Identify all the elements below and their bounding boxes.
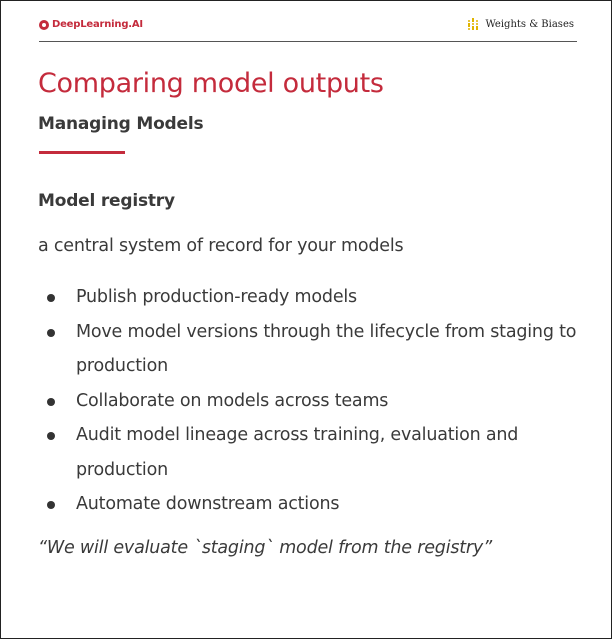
bullet-item: Automate downstream actions	[38, 487, 578, 522]
bullet-dot-icon	[47, 328, 55, 337]
bullet-text: Move model versions through the lifecycl…	[76, 321, 577, 377]
accent-divider	[39, 151, 125, 154]
bullet-item: Move model versions through the lifecycl…	[38, 315, 578, 384]
slide-subtitle: Managing Models	[38, 114, 204, 134]
slide-header: DeepLearning.AI Weights & Biases	[39, 13, 577, 42]
bullet-item: Audit model lineage across training, eva…	[38, 418, 578, 487]
deeplearning-ai-logo-icon	[39, 19, 49, 30]
bullet-text: Audit model lineage across training, eva…	[76, 425, 519, 480]
bullet-dot-icon	[47, 432, 55, 440]
bullet-list: Publish production-ready models Move mod…	[38, 280, 578, 522]
intro-text: a central system of record for your mode…	[38, 236, 404, 256]
bullet-dot-icon	[47, 397, 55, 406]
deeplearning-ai-brand: DeepLearning.AI	[39, 19, 143, 30]
quote-text: “We will evaluate `staging` model from t…	[38, 538, 492, 558]
weights-and-biases-logo-icon	[468, 18, 480, 30]
deeplearning-ai-wordmark: DeepLearning.AI	[52, 19, 143, 30]
weights-and-biases-brand: Weights & Biases	[468, 18, 574, 30]
bullet-text: Publish production-ready models	[76, 287, 357, 307]
section-heading: Model registry	[38, 191, 175, 211]
bullet-dot-icon	[47, 294, 55, 302]
slide-title: Comparing model outputs	[38, 68, 384, 99]
bullet-item: Publish production-ready models	[38, 280, 578, 315]
bullet-dot-icon	[47, 501, 55, 509]
weights-and-biases-wordmark: Weights & Biases	[485, 19, 574, 30]
bullet-item: Collaborate on models across teams	[38, 384, 578, 419]
bullet-text: Automate downstream actions	[76, 494, 340, 514]
bullet-text: Collaborate on models across teams	[76, 390, 389, 411]
